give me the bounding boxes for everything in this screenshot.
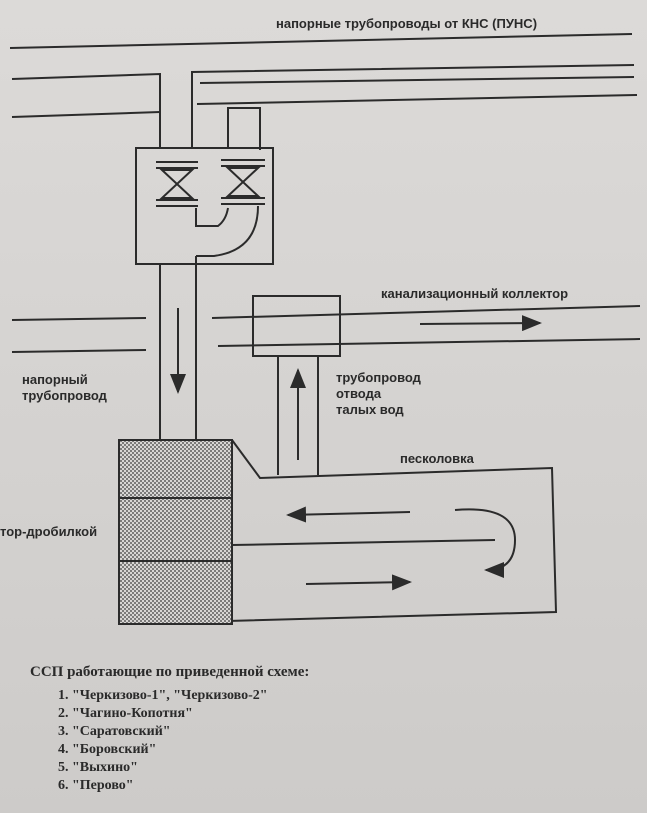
pressure-pipeline-right-lower [199, 76, 635, 84]
chamber-elbow [195, 205, 259, 257]
station-item: "Черкизово-1", "Черкизово-2" [72, 687, 309, 705]
sand-trap-divider [231, 539, 496, 546]
stations-heading: ССП работающие по приведенной схеме: [30, 664, 310, 680]
label-meltwater-pipe: трубопровод отвода талых вод [336, 370, 421, 417]
left-pipe-stub-upper [11, 317, 147, 321]
label-sewer-collector: канализационный коллектор [381, 286, 569, 301]
collector-junction-box [252, 295, 341, 357]
station-item: "Боровский" [72, 741, 309, 759]
label-pressure-pipelines: напорные трубопроводы от КНС (ПУНС) [276, 16, 538, 31]
station-item: "Выхино" [72, 759, 309, 777]
station-item: "Чагино-Копотня" [72, 705, 309, 723]
sand-trap-outline [118, 439, 558, 625]
label-sand-trap: песколовка [400, 451, 474, 466]
label-grate-crusher: тор-дробилкой [0, 524, 98, 539]
label-pressure-pipe: напорный трубопровод [22, 372, 107, 403]
station-item: "Перово" [72, 777, 309, 795]
stations-list: "Черкизово-1", "Черкизово-2" "Чагино-Коп… [30, 687, 309, 795]
valve-left-icon [156, 161, 198, 207]
pressure-pipeline-right-lowest [196, 94, 638, 105]
pressure-pipeline-right-inner [227, 107, 261, 150]
left-pipe-stub-lower [11, 349, 147, 353]
flow-arrow-turn [454, 508, 517, 578]
sewer-collector-lower [217, 338, 641, 347]
pressure-pipeline-top [9, 33, 633, 49]
valve-chamber [135, 147, 274, 265]
flow-arrow-left [286, 506, 411, 523]
pressure-pipeline-left-branch-lower [11, 111, 161, 118]
sewer-collector-upper [211, 305, 641, 319]
pressure-pipeline-left-branch [11, 72, 161, 148]
flow-arrow-right-bottom [305, 574, 412, 591]
valve-right-icon [221, 159, 265, 205]
station-item: "Саратовский" [72, 723, 309, 741]
stations-section: ССП работающие по приведенной схеме: "Че… [30, 664, 309, 795]
flow-arrow-right-collector [419, 315, 542, 332]
grate-crusher-block [118, 439, 233, 625]
pressure-pipeline-right-upper [191, 64, 635, 149]
